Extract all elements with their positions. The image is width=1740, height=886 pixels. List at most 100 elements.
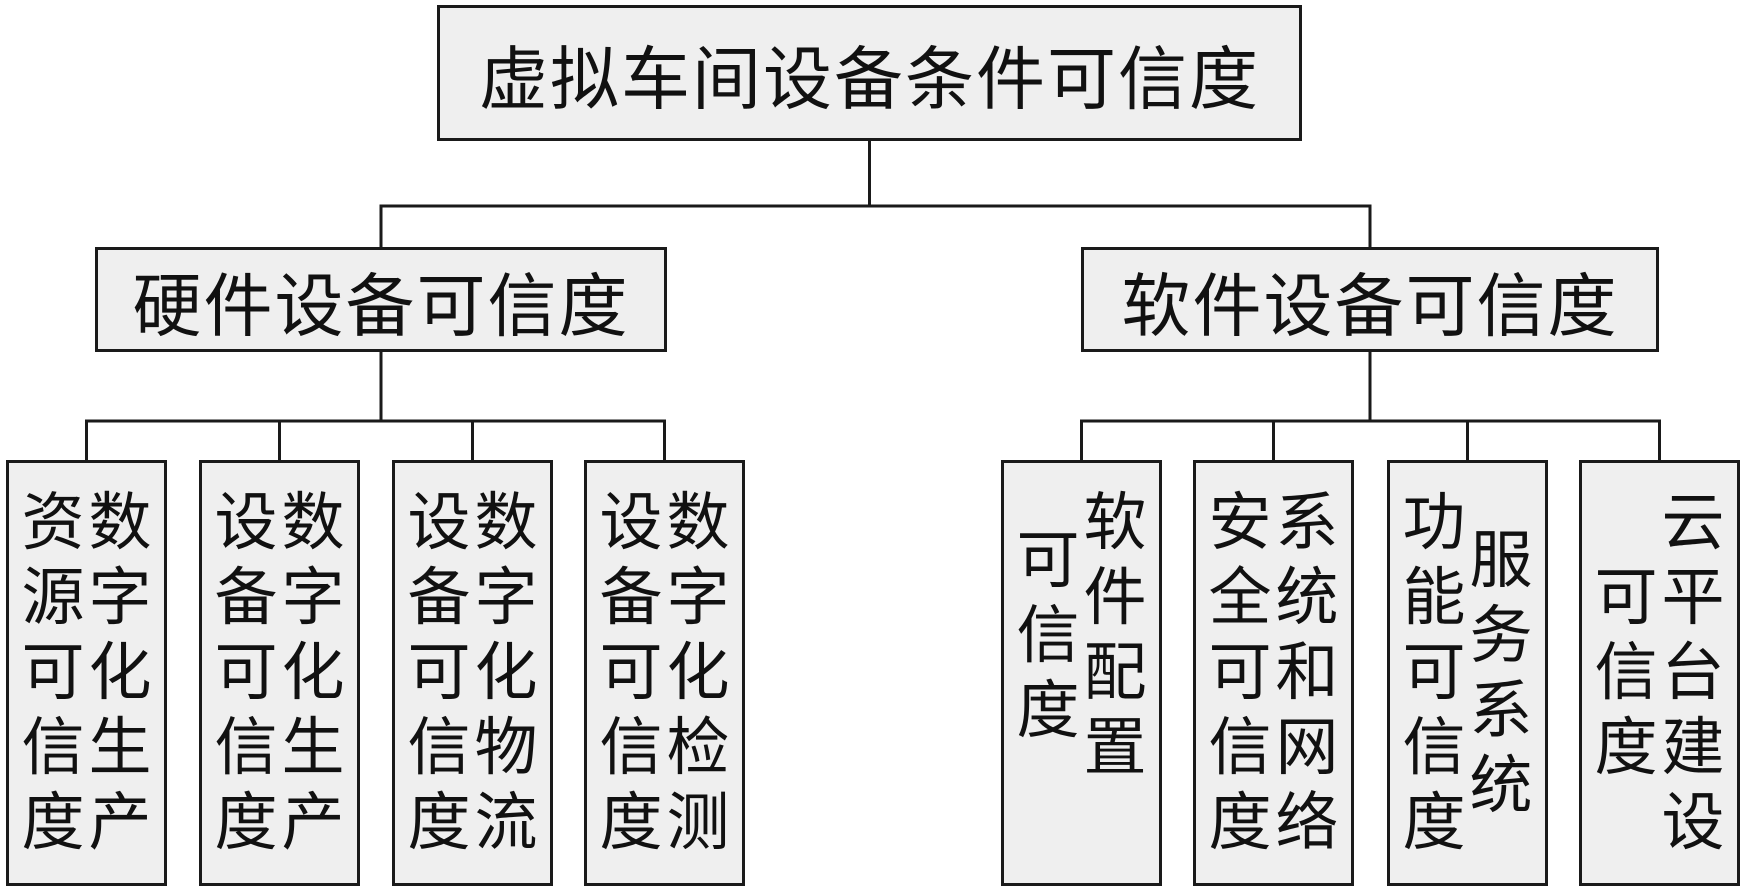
leaf-glyph: 配 <box>1083 636 1147 709</box>
leaf-glyph: 字 <box>88 561 152 634</box>
leaf-glyph: 功 <box>1402 486 1466 559</box>
leaf-column: 软件配置 <box>1084 485 1147 883</box>
leaf-glyph: 生 <box>281 711 345 784</box>
leaf-glyph: 务 <box>1469 598 1533 672</box>
leaf-column: 云平台建设 <box>1662 485 1725 883</box>
leaf-glyph: 度 <box>1594 711 1658 784</box>
leaf-glyph: 建 <box>1661 711 1725 784</box>
leaf-glyph: 设 <box>214 486 278 559</box>
leaf-glyph: 络 <box>1275 786 1339 859</box>
leaf-column: 数字化检测 <box>667 485 730 883</box>
leaf-glyph: 安 <box>1208 486 1272 559</box>
leaf-glyph: 度 <box>214 786 278 859</box>
leaf-glyph: 网 <box>1275 711 1339 784</box>
leaf-glyph: 信 <box>1208 711 1272 784</box>
leaf-column: 系统和网络 <box>1276 485 1339 883</box>
leaf-glyph: 测 <box>666 786 730 859</box>
leaf-glyph: 生 <box>88 711 152 784</box>
leaf-glyph: 源 <box>21 561 85 634</box>
leaf-glyph: 可 <box>407 636 471 709</box>
root-node-label: 虚拟车间设备条件可信度 <box>479 40 1260 120</box>
leaf-glyph: 信 <box>1016 598 1080 672</box>
leaf-glyph: 可 <box>1402 636 1466 709</box>
leaf-glyph: 能 <box>1402 561 1466 634</box>
leaf-column: 服务系统 <box>1470 523 1533 884</box>
leaf-glyph: 信 <box>1594 636 1658 709</box>
leaf-glyph: 备 <box>407 561 471 634</box>
leaf-glyph: 台 <box>1661 636 1725 709</box>
leaf-node: 服务系统 功能可信度 <box>1387 460 1548 886</box>
leaf-glyph: 系 <box>1469 673 1533 747</box>
leaf-glyph: 备 <box>214 561 278 634</box>
leaf-glyph: 信 <box>599 711 663 784</box>
leaf-node: 数字化生产 资源可信度 <box>6 460 167 886</box>
leaf-glyph: 数 <box>666 486 730 559</box>
leaf-glyph: 件 <box>1083 561 1147 634</box>
leaf-glyph: 产 <box>281 786 345 859</box>
leaf-glyph: 数 <box>88 486 152 559</box>
leaf-column: 设备可信度 <box>600 485 663 883</box>
leaf-glyph: 全 <box>1208 561 1272 634</box>
leaf-column: 数字化生产 <box>89 485 152 883</box>
leaf-glyph: 资 <box>21 486 85 559</box>
branch-node-software: 软件设备可信度 <box>1081 247 1659 352</box>
leaf-glyph: 统 <box>1469 748 1533 822</box>
leaf-node: 数字化生产 设备可信度 <box>199 460 360 886</box>
leaf-glyph: 服 <box>1469 523 1533 597</box>
leaf-glyph: 软 <box>1083 486 1147 559</box>
leaf-column: 设备可信度 <box>215 485 278 883</box>
branch-node-hardware: 硬件设备可信度 <box>95 247 667 352</box>
leaf-glyph: 度 <box>21 786 85 859</box>
leaf-node: 数字化检测 设备可信度 <box>584 460 745 886</box>
leaf-glyph: 可 <box>1208 636 1272 709</box>
leaf-glyph: 度 <box>1402 786 1466 859</box>
leaf-column: 数字化生产 <box>282 485 345 883</box>
leaf-glyph: 流 <box>474 786 538 859</box>
leaf-glyph: 物 <box>474 711 538 784</box>
leaf-glyph: 置 <box>1083 711 1147 784</box>
leaf-glyph: 和 <box>1275 636 1339 709</box>
leaf-glyph: 信 <box>1402 711 1466 784</box>
leaf-glyph: 云 <box>1661 486 1725 559</box>
leaf-node: 云平台建设 可信度 <box>1579 460 1740 886</box>
leaf-glyph: 度 <box>407 786 471 859</box>
leaf-glyph: 设 <box>1661 786 1725 859</box>
leaf-glyph: 平 <box>1661 561 1725 634</box>
leaf-node: 软件配置 可信度 <box>1001 460 1162 886</box>
leaf-glyph: 字 <box>666 561 730 634</box>
leaf-glyph: 度 <box>1208 786 1272 859</box>
leaf-glyph: 化 <box>474 636 538 709</box>
leaf-column: 可信度 <box>1595 560 1658 883</box>
branch-node-label: 软件设备可信度 <box>1121 266 1619 347</box>
leaf-glyph: 度 <box>599 786 663 859</box>
leaf-column: 设备可信度 <box>408 485 471 883</box>
leaf-glyph: 度 <box>1016 673 1080 747</box>
leaf-glyph: 化 <box>666 636 730 709</box>
root-node: 虚拟车间设备条件可信度 <box>437 5 1302 141</box>
leaf-glyph: 信 <box>21 711 85 784</box>
leaf-column: 可信度 <box>1017 523 1080 884</box>
leaf-glyph: 化 <box>281 636 345 709</box>
leaf-glyph: 可 <box>1016 523 1080 597</box>
leaf-glyph: 字 <box>281 561 345 634</box>
leaf-glyph: 数 <box>281 486 345 559</box>
leaf-column: 资源可信度 <box>22 485 85 883</box>
leaf-glyph: 设 <box>599 486 663 559</box>
leaf-glyph: 产 <box>88 786 152 859</box>
leaf-glyph: 可 <box>599 636 663 709</box>
leaf-glyph: 字 <box>474 561 538 634</box>
leaf-column: 功能可信度 <box>1403 485 1466 883</box>
leaf-glyph: 可 <box>1594 561 1658 634</box>
leaf-glyph: 信 <box>407 711 471 784</box>
leaf-node: 数字化物流 设备可信度 <box>392 460 553 886</box>
leaf-glyph: 系 <box>1275 486 1339 559</box>
leaf-glyph: 检 <box>666 711 730 784</box>
leaf-glyph: 备 <box>599 561 663 634</box>
leaf-node: 系统和网络 安全可信度 <box>1193 460 1354 886</box>
leaf-glyph: 统 <box>1275 561 1339 634</box>
leaf-column: 安全可信度 <box>1209 485 1272 883</box>
leaf-glyph: 数 <box>474 486 538 559</box>
branch-node-label: 硬件设备可信度 <box>132 266 630 347</box>
leaf-glyph: 化 <box>88 636 152 709</box>
